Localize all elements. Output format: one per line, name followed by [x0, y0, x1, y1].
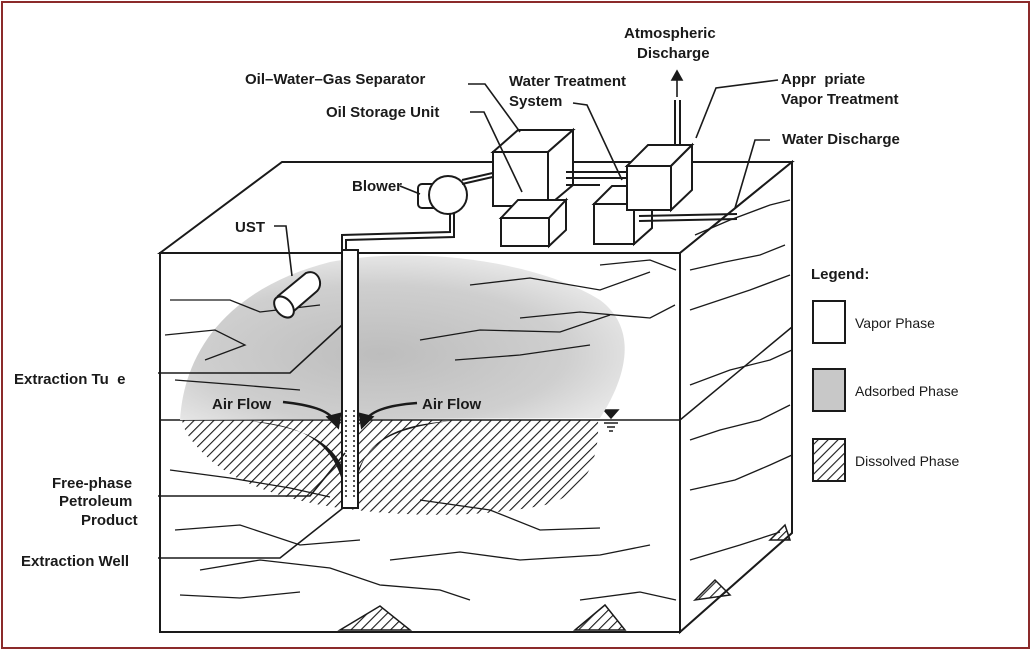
label-extraction-well: Extraction Well: [21, 553, 129, 570]
oil-storage-unit: [498, 197, 569, 249]
legend-title: Legend:: [811, 266, 869, 283]
oil-water-gas-separator: [490, 127, 576, 209]
legend-label-vapor: Vapor Phase: [855, 315, 935, 331]
legend-swatch-vapor: [812, 300, 846, 344]
ust-tank: [273, 271, 321, 319]
legend-swatch-dissolved: [812, 438, 846, 482]
label-extraction-tube: Extraction Tu e: [14, 371, 125, 388]
strata-lines: [164, 199, 793, 601]
vapor-treatment-unit: [624, 142, 695, 213]
label-atmospheric-1: Atmospheric: [624, 25, 716, 42]
label-air-flow-left: Air Flow: [212, 396, 271, 413]
ground-side-face: [679, 159, 793, 635]
bedrock-wedges: [337, 523, 792, 631]
label-vapor-treatment-2: Vapor Treatment: [781, 91, 899, 108]
extraction-well: [341, 249, 359, 509]
label-free-phase-2: Petroleum: [59, 493, 132, 510]
label-oil-storage: Oil Storage Unit: [326, 104, 439, 121]
label-water-treatment-1: Water Treatment: [509, 73, 626, 90]
label-free-phase-1: Free-phase: [52, 475, 132, 492]
label-atmospheric-2: Discharge: [637, 45, 710, 62]
label-water-treatment-2: System: [509, 93, 562, 110]
label-free-phase-3: Product: [81, 512, 138, 529]
label-blower: Blower: [352, 178, 402, 195]
label-vapor-treatment-1: Appr priate: [781, 71, 865, 88]
label-ust: UST: [235, 219, 265, 236]
leader-lines: [158, 69, 779, 559]
label-air-flow-right: Air Flow: [422, 396, 481, 413]
legend-swatch-adsorbed: [812, 368, 846, 412]
connecting-pipes: [566, 100, 738, 222]
air-flow-arrows: [282, 400, 418, 430]
legend-label-adsorbed: Adsorbed Phase: [855, 383, 959, 399]
label-separator: Oil–Water–Gas Separator: [245, 71, 426, 88]
label-water-discharge: Water Discharge: [782, 131, 900, 148]
dissolved-phase-plume: [182, 420, 599, 515]
legend-label-dissolved: Dissolved Phase: [855, 453, 959, 469]
blower: [417, 171, 498, 215]
legend: Legend: Vapor Phase Adsorbed Phase Disso…: [811, 266, 959, 482]
